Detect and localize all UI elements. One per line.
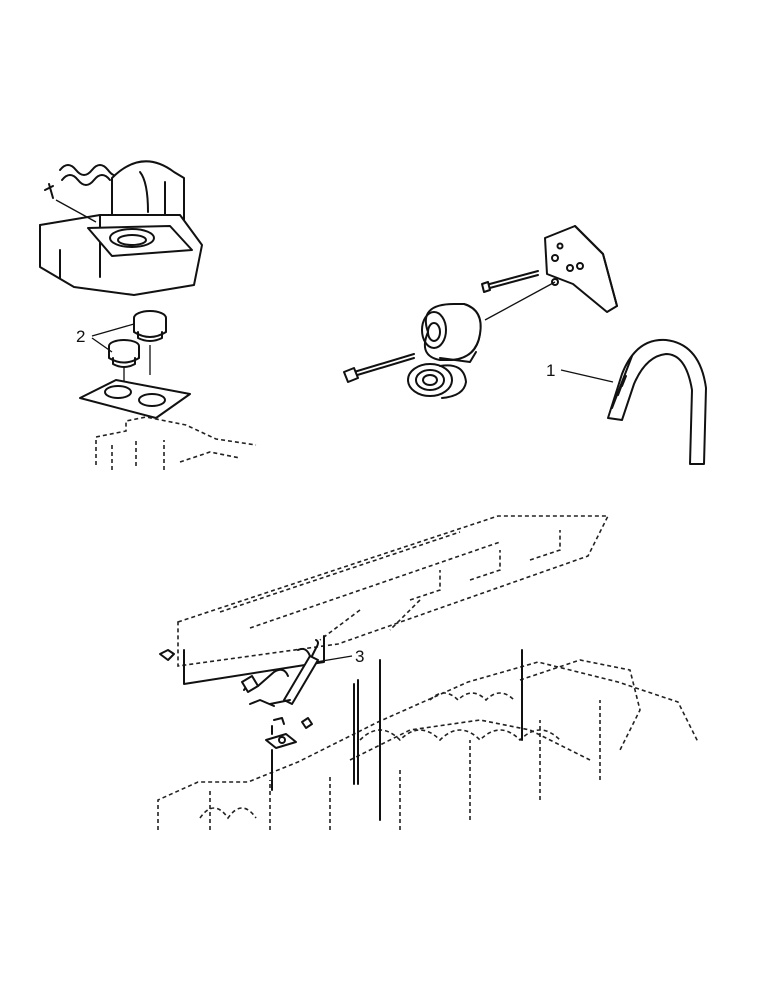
callout-2: 2 xyxy=(76,323,135,353)
cylinder-head-outline xyxy=(157,659,699,830)
thermostat-upper xyxy=(133,310,167,375)
engine-block-outline-top xyxy=(95,416,257,470)
temperature-sensor xyxy=(241,639,319,707)
callout-label-1: 1 xyxy=(546,361,555,380)
tensioner-bracket xyxy=(484,225,618,321)
callout-label-2: 2 xyxy=(76,327,85,346)
thermostat-housing xyxy=(39,160,203,296)
thermostat-lower xyxy=(108,339,140,384)
thermostat-gasket xyxy=(79,379,191,419)
callout-label-3: 3 xyxy=(355,647,364,666)
tensioner-pulley xyxy=(421,303,482,363)
callout-3: 3 xyxy=(315,647,364,666)
bracket-bolt xyxy=(481,270,539,293)
wiring-harness xyxy=(159,635,523,821)
idler-pulley xyxy=(407,363,467,399)
drive-belt xyxy=(607,338,707,465)
tensioner-bolt xyxy=(343,353,415,383)
sensor-clip xyxy=(265,717,313,791)
callout-1: 1 xyxy=(546,361,614,383)
fuel-rail-outline xyxy=(177,515,610,667)
